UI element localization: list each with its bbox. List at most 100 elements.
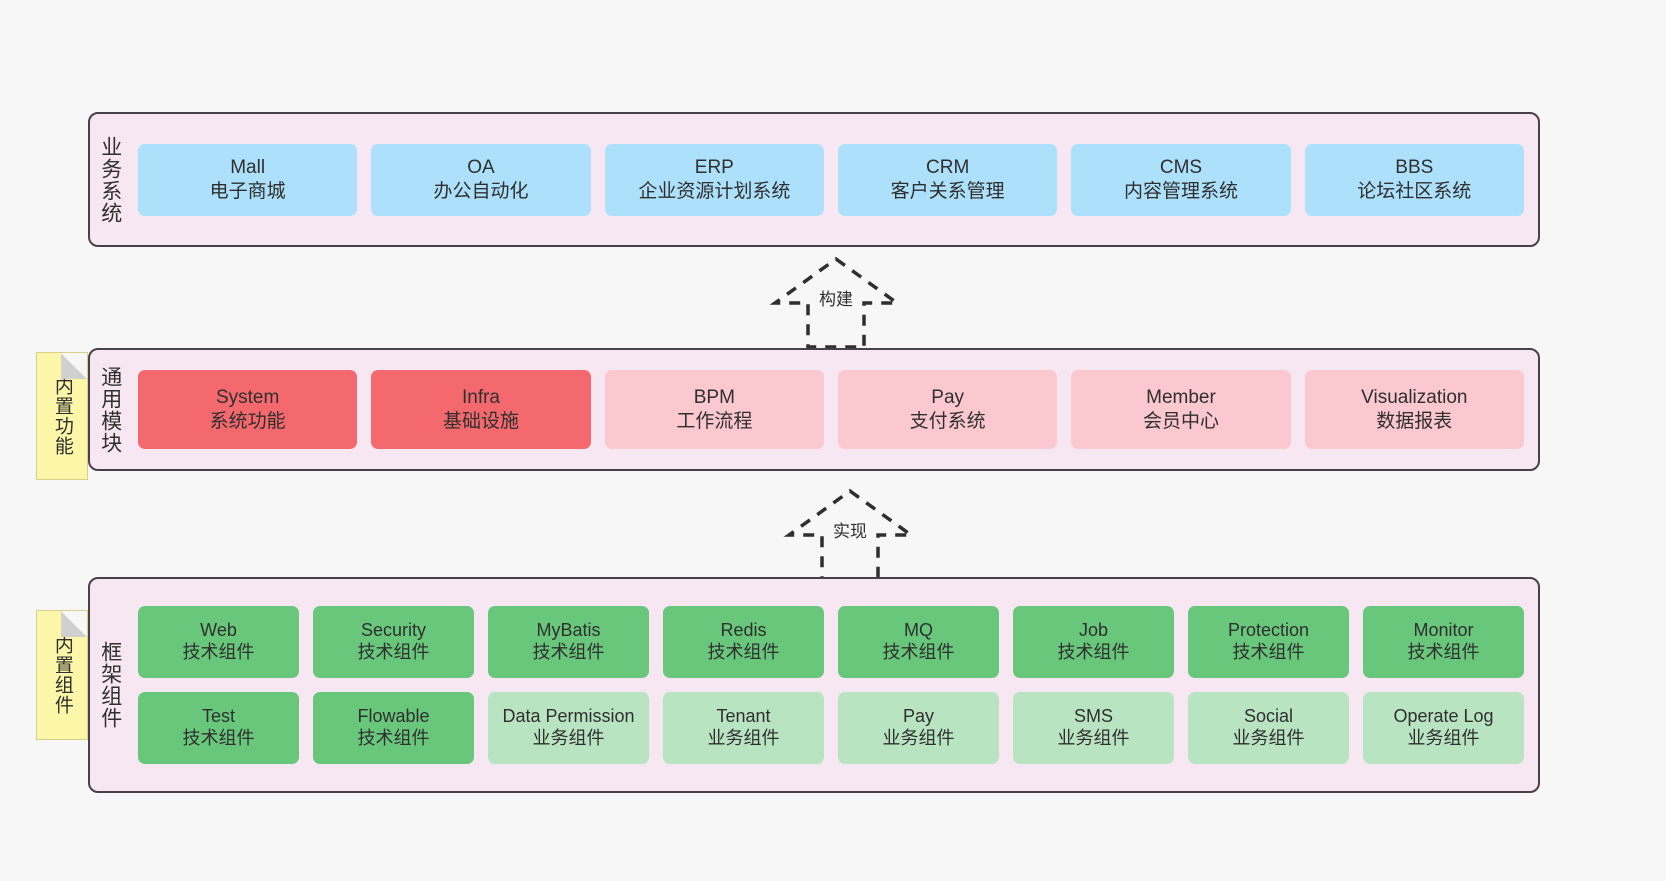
card-monitor-desc: 技术组件	[1407, 642, 1480, 662]
card-oa-desc: 办公自动化	[433, 180, 529, 202]
card-erp[interactable]: ERP 企业资源计划系统	[604, 143, 824, 216]
layer-business-systems[interactable]: 业务系统 Mall 电子商城 OA 办公自动化 ERP 企业资源计划系统 CRM…	[88, 112, 1540, 247]
card-visualization[interactable]: Visualization 数据报表	[1304, 370, 1524, 449]
card-social[interactable]: Social 业务组件	[1188, 692, 1349, 764]
card-member-desc: 会员中心	[1142, 410, 1219, 432]
card-mybatis-desc: 技术组件	[532, 642, 605, 662]
card-member[interactable]: Member 会员中心	[1071, 370, 1291, 449]
card-data-permission[interactable]: Data Permission 业务组件	[488, 692, 649, 764]
card-pay-component-desc: 业务组件	[882, 728, 955, 748]
common-modules-row: System 系统功能 Infra 基础设施 BPM 工作流程 Pay 支付系统…	[138, 370, 1524, 449]
card-mq-name: MQ	[904, 620, 933, 641]
card-mq-desc: 技术组件	[882, 642, 955, 662]
card-mybatis-name: MyBatis	[536, 620, 601, 641]
card-crm-desc: 客户关系管理	[890, 180, 1005, 202]
card-web-desc: 技术组件	[182, 642, 255, 662]
business-systems-row: Mall 电子商城 OA 办公自动化 ERP 企业资源计划系统 CRM 客户关系…	[138, 143, 1524, 216]
card-infra-name: Infra	[461, 387, 500, 409]
card-test[interactable]: Test 技术组件	[138, 692, 299, 764]
layer-common-modules-body: System 系统功能 Infra 基础设施 BPM 工作流程 Pay 支付系统…	[130, 350, 1538, 469]
note-builtin-components[interactable]: 内置组件	[36, 610, 88, 740]
card-pay-component-name: Pay	[902, 706, 935, 727]
layer-common-modules[interactable]: 通用模块 System 系统功能 Infra 基础设施 BPM 工作流程 Pay…	[88, 348, 1540, 471]
card-web[interactable]: Web 技术组件	[138, 606, 299, 678]
card-tenant-desc: 业务组件	[707, 728, 780, 748]
card-operate-log-desc: 业务组件	[1407, 728, 1480, 748]
framework-business-row: Test 技术组件 Flowable 技术组件 Data Permission …	[138, 692, 1524, 764]
card-operate-log-name: Operate Log	[1393, 706, 1494, 727]
card-cms[interactable]: CMS 内容管理系统	[1071, 143, 1291, 216]
layer-common-modules-title: 通用模块	[98, 365, 122, 454]
layer-framework-components[interactable]: 框架组件 Web 技术组件 Security 技术组件 MyBatis 技术组件…	[88, 577, 1540, 793]
layer-business-systems-title: 业务系统	[98, 135, 122, 224]
card-member-name: Member	[1146, 387, 1216, 409]
card-pay-module[interactable]: Pay 支付系统	[837, 370, 1058, 449]
generalization-arrow-icon	[783, 488, 917, 581]
card-crm-name: CRM	[926, 157, 970, 179]
card-bbs-name: BBS	[1395, 157, 1434, 179]
connector-build: 构建	[761, 255, 911, 351]
note-fold-corner-icon	[61, 611, 87, 637]
note-builtin-features[interactable]: 内置功能	[36, 352, 88, 480]
card-bpm[interactable]: BPM 工作流程	[604, 370, 824, 449]
card-bpm-name: BPM	[693, 387, 735, 409]
card-security[interactable]: Security 技术组件	[313, 606, 474, 678]
generalization-arrow-icon	[769, 256, 903, 349]
card-oa-name: OA	[467, 157, 495, 179]
note-fold-corner-icon	[61, 353, 87, 379]
card-tenant-name: Tenant	[716, 706, 771, 727]
card-social-desc: 业务组件	[1232, 728, 1305, 748]
card-pay-module-name: Pay	[931, 387, 965, 409]
card-erp-name: ERP	[694, 157, 734, 179]
note-builtin-features-label: 内置功能	[51, 376, 73, 456]
card-test-name: Test	[201, 706, 235, 727]
card-bbs[interactable]: BBS 论坛社区系统	[1304, 143, 1524, 216]
card-security-desc: 技术组件	[357, 642, 430, 662]
card-visualization-desc: 数据报表	[1376, 410, 1453, 432]
card-erp-desc: 企业资源计划系统	[638, 180, 791, 202]
card-test-desc: 技术组件	[182, 728, 255, 748]
layer-business-systems-body: Mall 电子商城 OA 办公自动化 ERP 企业资源计划系统 CRM 客户关系…	[130, 114, 1538, 245]
card-crm[interactable]: CRM 客户关系管理	[837, 143, 1058, 216]
card-job[interactable]: Job 技术组件	[1013, 606, 1174, 678]
layer-framework-components-body: Web 技术组件 Security 技术组件 MyBatis 技术组件 Redi…	[130, 579, 1538, 791]
card-bbs-desc: 论坛社区系统	[1357, 180, 1472, 202]
card-redis-desc: 技术组件	[707, 642, 780, 662]
card-bpm-desc: 工作流程	[676, 410, 753, 432]
card-job-desc: 技术组件	[1057, 642, 1130, 662]
card-job-name: Job	[1078, 620, 1109, 641]
card-protection[interactable]: Protection 技术组件	[1188, 606, 1349, 678]
card-operate-log[interactable]: Operate Log 业务组件	[1363, 692, 1524, 764]
note-builtin-components-label: 内置组件	[51, 635, 73, 715]
card-oa[interactable]: OA 办公自动化	[371, 143, 591, 216]
card-redis[interactable]: Redis 技术组件	[663, 606, 824, 678]
card-flowable[interactable]: Flowable 技术组件	[313, 692, 474, 764]
card-system-name: System	[215, 387, 280, 409]
card-security-name: Security	[360, 620, 427, 641]
card-protection-desc: 技术组件	[1232, 642, 1305, 662]
card-data-permission-name: Data Permission	[502, 706, 635, 727]
card-mq[interactable]: MQ 技术组件	[838, 606, 999, 678]
card-social-name: Social	[1243, 706, 1294, 727]
card-mall-name: Mall	[230, 157, 266, 179]
card-sms[interactable]: SMS 业务组件	[1013, 692, 1174, 764]
card-tenant[interactable]: Tenant 业务组件	[663, 692, 824, 764]
card-sms-desc: 业务组件	[1057, 728, 1130, 748]
framework-tech-row: Web 技术组件 Security 技术组件 MyBatis 技术组件 Redi…	[138, 606, 1524, 678]
layer-framework-components-title: 框架组件	[98, 641, 122, 729]
card-mybatis[interactable]: MyBatis 技术组件	[488, 606, 649, 678]
card-protection-name: Protection	[1227, 620, 1310, 641]
card-mall[interactable]: Mall 电子商城	[138, 143, 358, 216]
card-system[interactable]: System 系统功能	[138, 370, 358, 449]
card-infra-desc: 基础设施	[442, 410, 519, 432]
card-monitor[interactable]: Monitor 技术组件	[1363, 606, 1524, 678]
card-pay-module-desc: 支付系统	[909, 410, 986, 432]
card-flowable-name: Flowable	[357, 706, 430, 727]
card-data-permission-desc: 业务组件	[532, 728, 605, 748]
card-pay-component[interactable]: Pay 业务组件	[838, 692, 999, 764]
card-infra[interactable]: Infra 基础设施	[371, 370, 591, 449]
card-cms-desc: 内容管理系统	[1123, 180, 1238, 202]
card-visualization-name: Visualization	[1361, 387, 1468, 409]
connector-implement: 实现	[775, 487, 925, 583]
